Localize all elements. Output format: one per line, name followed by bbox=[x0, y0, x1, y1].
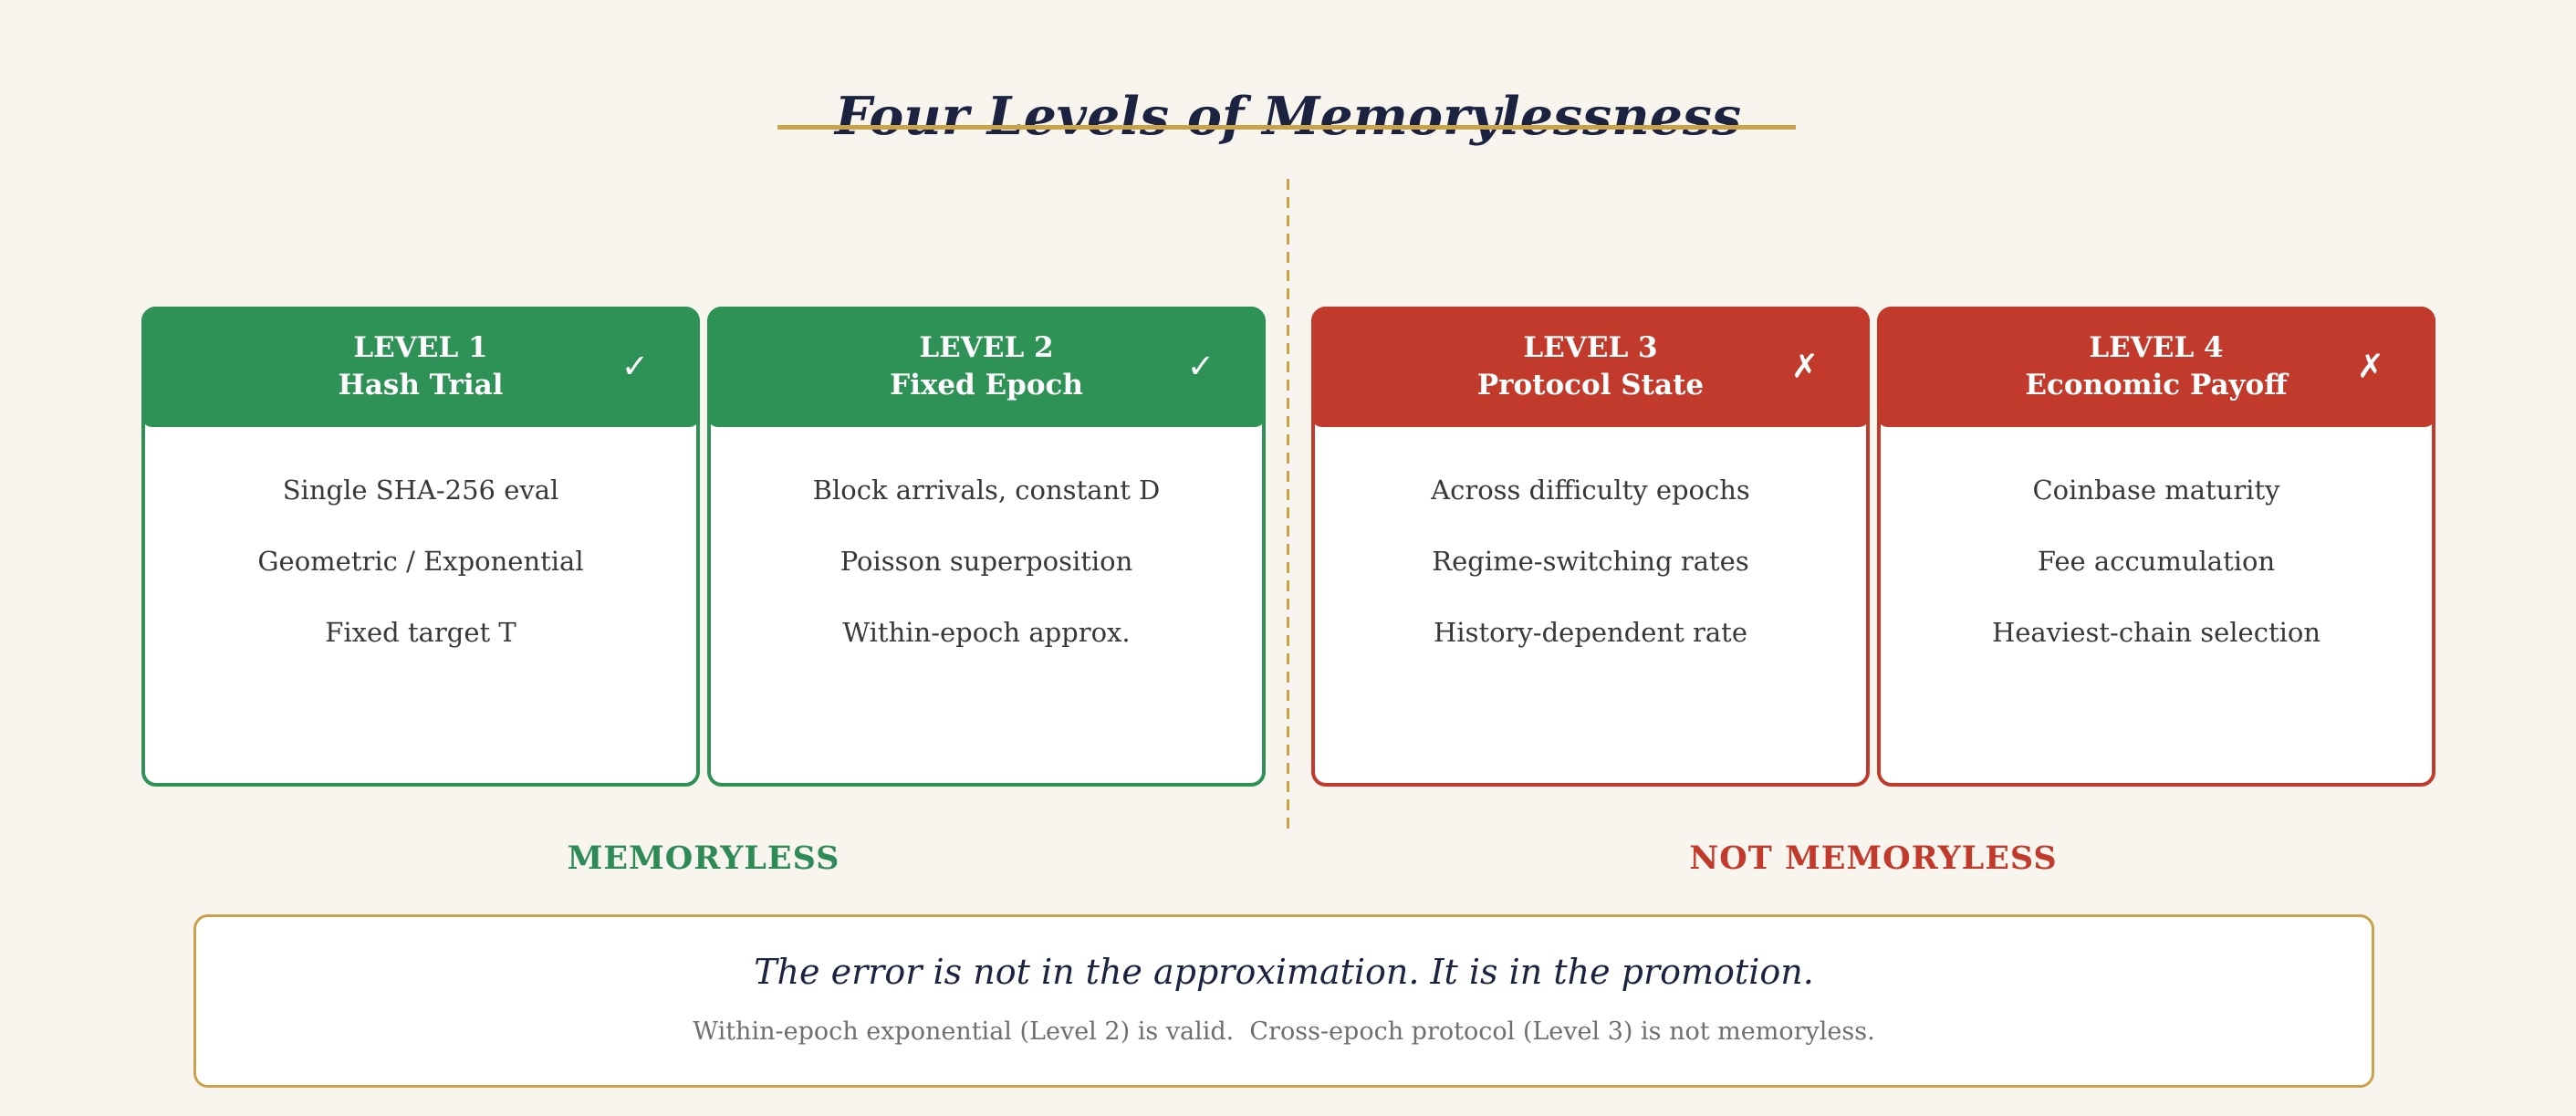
card-item: Single SHA-256 eval bbox=[282, 475, 559, 506]
card-item: Heaviest-chain selection bbox=[1991, 617, 2321, 648]
level-2-header: LEVEL 2 Fixed Epoch ✓ bbox=[707, 307, 1266, 427]
memoryless-label: MEMORYLESS bbox=[567, 840, 840, 877]
card-item: Fixed target T bbox=[325, 617, 516, 648]
card-item: Poisson superposition bbox=[840, 546, 1133, 577]
level-3-header-text: LEVEL 3 Protocol State bbox=[1477, 329, 1704, 404]
card-item: Across difficulty epochs bbox=[1431, 475, 1750, 506]
level-3-label: LEVEL 3 bbox=[1523, 331, 1658, 365]
level-4-card: LEVEL 4 Economic Payoff ✗ Coinbase matur… bbox=[1877, 307, 2435, 787]
not-memoryless-label: NOT MEMORYLESS bbox=[1689, 840, 2058, 877]
conclusion-quote: The error is not in the approximation. I… bbox=[754, 952, 1814, 992]
x-icon: ✗ bbox=[2356, 348, 2384, 386]
level-2-body: Block arrivals, constant D Poisson super… bbox=[711, 427, 1262, 668]
level-2-card: LEVEL 2 Fixed Epoch ✓ Block arrivals, co… bbox=[707, 307, 1266, 787]
level-3-name: Protocol State bbox=[1476, 369, 1705, 402]
level-4-label: LEVEL 4 bbox=[2089, 331, 2224, 365]
level-1-card: LEVEL 1 Hash Trial ✓ Single SHA-256 eval… bbox=[141, 307, 700, 787]
level-2-name: Fixed Epoch bbox=[890, 369, 1083, 402]
check-icon: ✓ bbox=[1186, 348, 1215, 386]
conclusion-note: Within-epoch exponential (Level 2) is va… bbox=[693, 1017, 1875, 1046]
level-4-body: Coinbase maturity Fee accumulation Heavi… bbox=[1881, 427, 2432, 668]
level-1-header: LEVEL 1 Hash Trial ✓ bbox=[141, 307, 700, 427]
card-item: Coinbase maturity bbox=[2032, 475, 2280, 506]
card-item: Block arrivals, constant D bbox=[812, 475, 1161, 506]
conclusion-box: The error is not in the approximation. I… bbox=[193, 914, 2374, 1088]
level-1-label: LEVEL 1 bbox=[353, 331, 488, 365]
level-2-header-text: LEVEL 2 Fixed Epoch bbox=[890, 329, 1083, 404]
level-4-name: Economic Payoff bbox=[2025, 369, 2288, 402]
level-4-header: LEVEL 4 Economic Payoff ✗ bbox=[1877, 307, 2435, 427]
level-1-header-text: LEVEL 1 Hash Trial bbox=[339, 329, 504, 404]
level-3-card: LEVEL 3 Protocol State ✗ Across difficul… bbox=[1311, 307, 1870, 787]
level-1-name: Hash Trial bbox=[338, 369, 504, 402]
title-underline bbox=[777, 125, 1796, 130]
dashed-divider bbox=[1287, 179, 1289, 830]
page-title: Four Levels of Memorylessness bbox=[834, 86, 1742, 148]
card-item: Fee accumulation bbox=[2037, 546, 2276, 577]
card-item: History-dependent rate bbox=[1434, 617, 1747, 648]
level-3-body: Across difficulty epochs Regime-switchin… bbox=[1315, 427, 1866, 668]
level-1-body: Single SHA-256 eval Geometric / Exponent… bbox=[145, 427, 696, 668]
level-2-label: LEVEL 2 bbox=[919, 331, 1054, 365]
level-4-header-text: LEVEL 4 Economic Payoff bbox=[2025, 329, 2287, 404]
card-item: Within-epoch approx. bbox=[842, 617, 1131, 648]
check-icon: ✓ bbox=[621, 348, 649, 386]
card-item: Geometric / Exponential bbox=[257, 546, 584, 577]
x-icon: ✗ bbox=[1790, 348, 1819, 386]
level-3-header: LEVEL 3 Protocol State ✗ bbox=[1311, 307, 1870, 427]
card-item: Regime-switching rates bbox=[1432, 546, 1749, 577]
